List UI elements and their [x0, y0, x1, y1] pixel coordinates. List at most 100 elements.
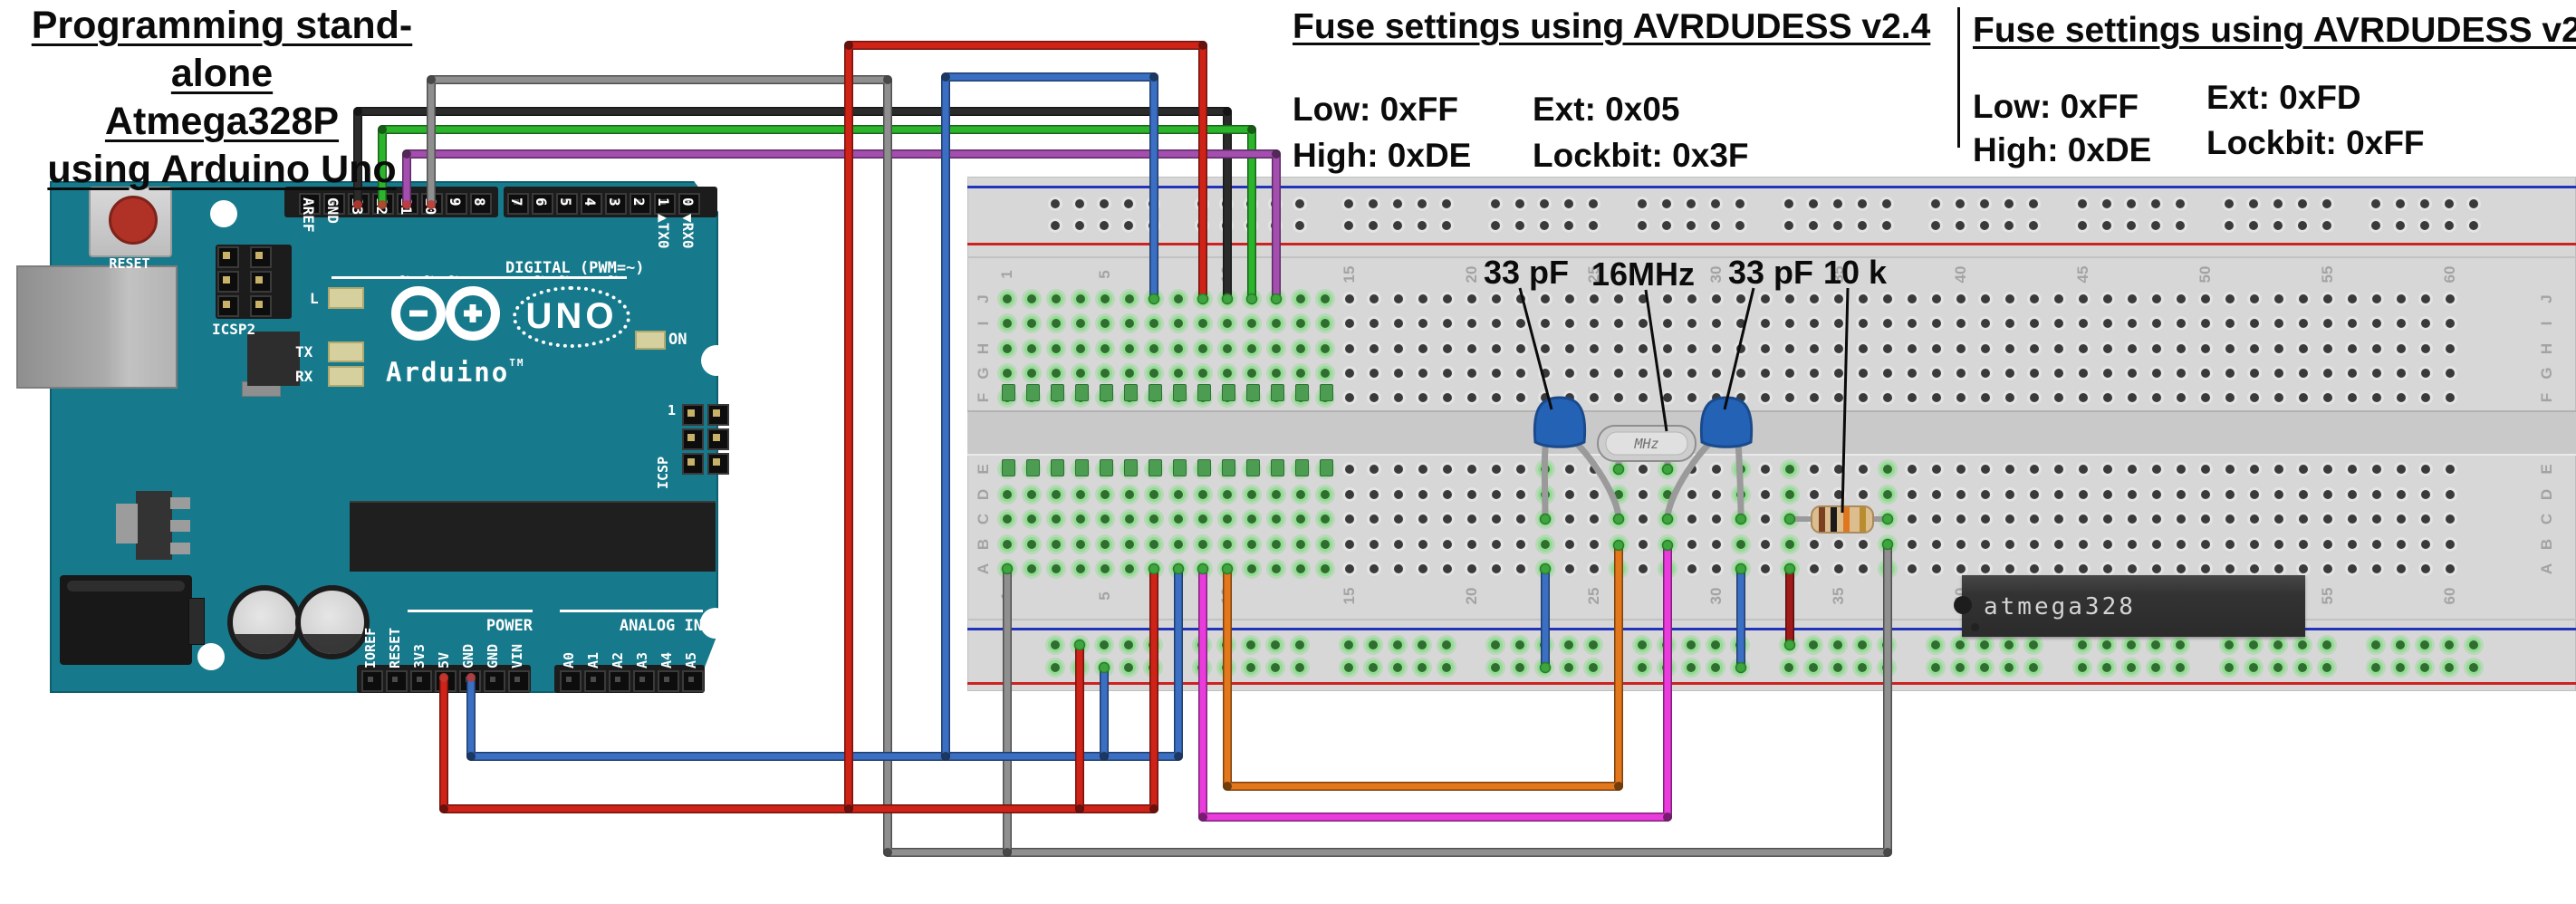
breadboard-hole[interactable]: [1932, 564, 1941, 573]
breadboard-hole[interactable]: [1956, 564, 1966, 573]
breadboard-hole[interactable]: [1908, 344, 1917, 353]
breadboard-hole[interactable]: [1614, 294, 1623, 303]
breadboard-hole[interactable]: [1859, 369, 1868, 378]
breadboard-hole[interactable]: [1027, 564, 1036, 573]
breadboard-hole[interactable]: [1564, 663, 1573, 672]
breadboard-hole[interactable]: [1712, 540, 1721, 549]
breadboard-hole[interactable]: [1197, 663, 1206, 672]
breadboard-hole[interactable]: [1321, 515, 1330, 524]
breadboard-hole[interactable]: [1736, 319, 1745, 328]
breadboard-hole[interactable]: [1956, 369, 1966, 378]
breadboard-hole[interactable]: [2397, 540, 2406, 549]
breadboard-hole[interactable]: [1565, 490, 1574, 499]
breadboard-hole[interactable]: [2152, 294, 2161, 303]
breadboard-hole[interactable]: [1418, 540, 1427, 549]
breadboard-hole[interactable]: [1541, 540, 1550, 549]
breadboard-hole[interactable]: [2322, 199, 2331, 208]
breadboard-hole[interactable]: [1246, 221, 1255, 230]
breadboard-hole[interactable]: [1809, 640, 1818, 649]
breadboard-hole[interactable]: [1908, 319, 1917, 328]
breadboard-hole[interactable]: [1687, 540, 1697, 549]
breadboard-hole[interactable]: [1735, 640, 1745, 649]
breadboard-hole[interactable]: [1712, 465, 1721, 474]
breadboard-hole[interactable]: [2372, 515, 2381, 524]
header-pin[interactable]: [484, 670, 505, 692]
breadboard-hole[interactable]: [2079, 515, 2088, 524]
breadboard-hole[interactable]: [2103, 369, 2112, 378]
breadboard-hole[interactable]: [2372, 490, 2381, 499]
breadboard-hole[interactable]: [2005, 564, 2014, 573]
breadboard-hole[interactable]: [2152, 564, 2161, 573]
breadboard-hole[interactable]: [1198, 540, 1207, 549]
breadboard-hole[interactable]: [2469, 221, 2478, 230]
breadboard-hole[interactable]: [2348, 294, 2357, 303]
breadboard-hole[interactable]: [1833, 663, 1842, 672]
breadboard-hole[interactable]: [1614, 490, 1623, 499]
breadboard-hole[interactable]: [1540, 663, 1549, 672]
breadboard-hole[interactable]: [2299, 393, 2308, 402]
breadboard-hole[interactable]: [2152, 393, 2161, 402]
breadboard-hole[interactable]: [1101, 540, 1110, 549]
breadboard-hole[interactable]: [1149, 319, 1158, 328]
breadboard-hole[interactable]: [1394, 540, 1403, 549]
breadboard-hole[interactable]: [1394, 465, 1403, 474]
breadboard-hole[interactable]: [2078, 640, 2087, 649]
breadboard-hole[interactable]: [1711, 199, 1720, 208]
breadboard-hole[interactable]: [1492, 564, 1501, 573]
breadboard-hole[interactable]: [1197, 199, 1206, 208]
breadboard-hole[interactable]: [1981, 515, 1990, 524]
breadboard-hole[interactable]: [1174, 515, 1183, 524]
wire-bendpoint[interactable]: [1198, 41, 1207, 50]
breadboard-hole[interactable]: [1834, 344, 1843, 353]
breadboard-hole[interactable]: [1223, 540, 1232, 549]
breadboard-hole[interactable]: [1052, 540, 1061, 549]
breadboard-hole[interactable]: [1516, 319, 1525, 328]
breadboard-hole[interactable]: [1369, 221, 1378, 230]
breadboard-hole[interactable]: [1344, 221, 1353, 230]
breadboard-hole[interactable]: [1711, 640, 1720, 649]
breadboard-hole[interactable]: [1052, 515, 1061, 524]
breadboard-hole[interactable]: [1272, 540, 1281, 549]
breadboard-hole[interactable]: [1590, 369, 1599, 378]
breadboard-hole[interactable]: [1834, 369, 1843, 378]
breadboard-hole[interactable]: [1736, 294, 1745, 303]
breadboard-hole[interactable]: [1149, 640, 1158, 649]
breadboard-hole[interactable]: [1442, 663, 1451, 672]
breadboard-hole[interactable]: [2250, 515, 2259, 524]
breadboard-hole[interactable]: [1003, 319, 1012, 328]
breadboard-hole[interactable]: [2397, 344, 2406, 353]
breadboard-hole[interactable]: [1687, 344, 1697, 353]
breadboard-hole[interactable]: [2299, 465, 2308, 474]
breadboard-hole[interactable]: [1296, 515, 1305, 524]
breadboard-hole[interactable]: [1345, 319, 1354, 328]
breadboard-hole[interactable]: [2446, 369, 2455, 378]
breadboard-hole[interactable]: [1321, 319, 1330, 328]
breadboard-hole[interactable]: [1981, 344, 1990, 353]
breadboard-hole[interactable]: [1784, 640, 1793, 649]
breadboard-hole[interactable]: [1027, 319, 1036, 328]
breadboard-hole[interactable]: [1149, 490, 1158, 499]
breadboard-hole[interactable]: [1956, 221, 1965, 230]
breadboard-hole[interactable]: [1051, 221, 1060, 230]
breadboard-hole[interactable]: [1418, 221, 1427, 230]
breadboard-hole[interactable]: [2152, 344, 2161, 353]
breadboard-hole[interactable]: [1467, 490, 1476, 499]
breadboard-hole[interactable]: [1908, 369, 1917, 378]
breadboard-hole[interactable]: [1761, 490, 1770, 499]
breadboard-hole[interactable]: [2420, 221, 2429, 230]
breadboard-hole[interactable]: [2298, 640, 2307, 649]
breadboard-hole[interactable]: [1027, 344, 1036, 353]
breadboard-hole[interactable]: [2079, 564, 2088, 573]
wire-bendpoint[interactable]: [941, 72, 950, 82]
breadboard-hole[interactable]: [1443, 540, 1452, 549]
breadboard-hole[interactable]: [2372, 319, 2381, 328]
breadboard-hole[interactable]: [2151, 199, 2160, 208]
breadboard-hole[interactable]: [1663, 319, 1672, 328]
breadboard-hole[interactable]: [1003, 515, 1012, 524]
breadboard-hole[interactable]: [2177, 294, 2186, 303]
breadboard-hole[interactable]: [1272, 564, 1281, 573]
breadboard-hole[interactable]: [2323, 319, 2332, 328]
breadboard-hole[interactable]: [2201, 465, 2210, 474]
breadboard-hole[interactable]: [2029, 640, 2038, 649]
breadboard-hole[interactable]: [2152, 515, 2161, 524]
